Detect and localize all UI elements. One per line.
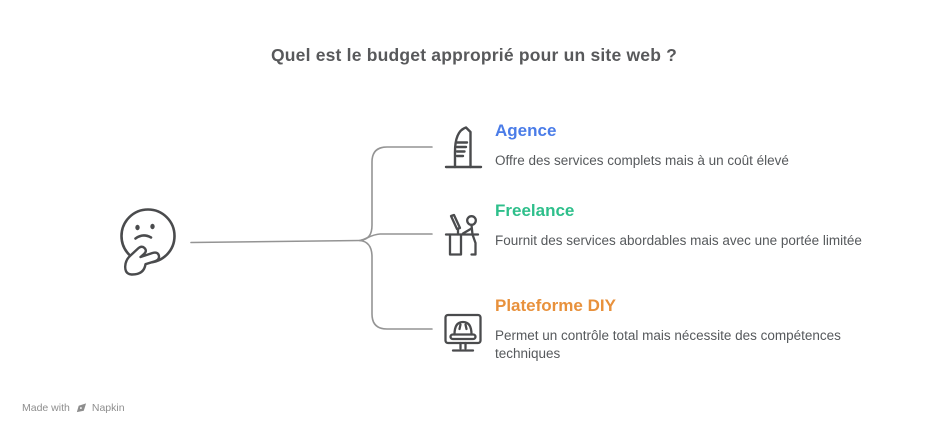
branch-label-freelance: Freelance: [495, 201, 575, 220]
branch-label-plateforme-diy: Plateforme DIY: [495, 296, 616, 315]
napkin-pen-icon: [75, 402, 87, 414]
branch-description-plateforme-diy: Permet un contrôle total mais nécessite …: [495, 328, 841, 361]
branch-description-freelance: Fournit des services abordables mais ave…: [495, 233, 862, 248]
branch-label-agence: Agence: [495, 121, 557, 140]
freelance-desk-icon: [438, 213, 488, 263]
diy-monitor-icon: [438, 311, 488, 361]
napkin-brand-text: Napkin: [91, 402, 125, 414]
thinking-face-icon: [118, 206, 180, 280]
diagram-title: Quel est le budget approprié pour un sit…: [270, 45, 678, 65]
branch-description-agence: Offre des services complets mais à un co…: [495, 153, 789, 168]
agency-building-icon: [438, 122, 488, 172]
made-with-napkin-footer[interactable]: Made with Napkin: [22, 402, 125, 414]
made-with-text: Made with: [22, 402, 70, 414]
